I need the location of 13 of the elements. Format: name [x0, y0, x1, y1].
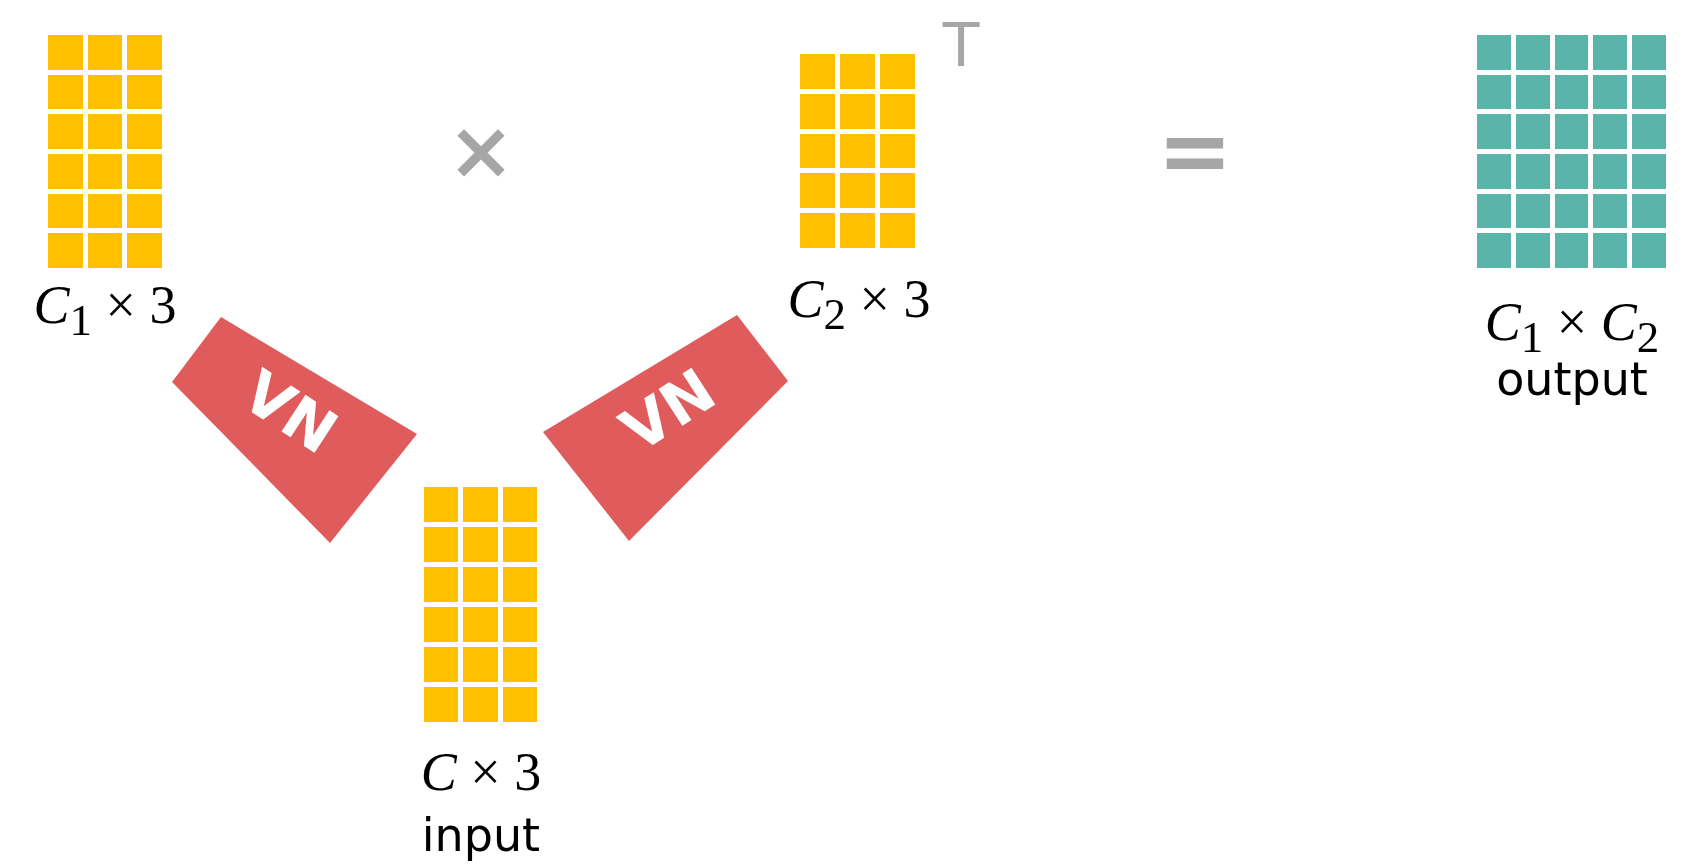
matrix-grid-drawing — [48, 35, 162, 268]
matrix-grid-drawing — [800, 54, 915, 248]
layer-label: VN — [611, 358, 725, 462]
dimension-label: C$_{1}$ × C$_{2}$ — [1484, 295, 1660, 360]
matrix-grid-drawing — [424, 487, 537, 722]
dimension-label: C$_{2}$ × 3 — [787, 272, 931, 337]
matrix-grid-drawing — [1477, 35, 1666, 268]
equals-sign: = — [1157, 106, 1233, 196]
transpose-mark: T — [942, 15, 980, 75]
layer-label: VN — [233, 360, 347, 464]
dimension-label: C × 3 — [420, 745, 542, 799]
multiply-sign: × — [447, 111, 515, 191]
dimension-label: C$_{1}$ × 3 — [33, 278, 177, 343]
